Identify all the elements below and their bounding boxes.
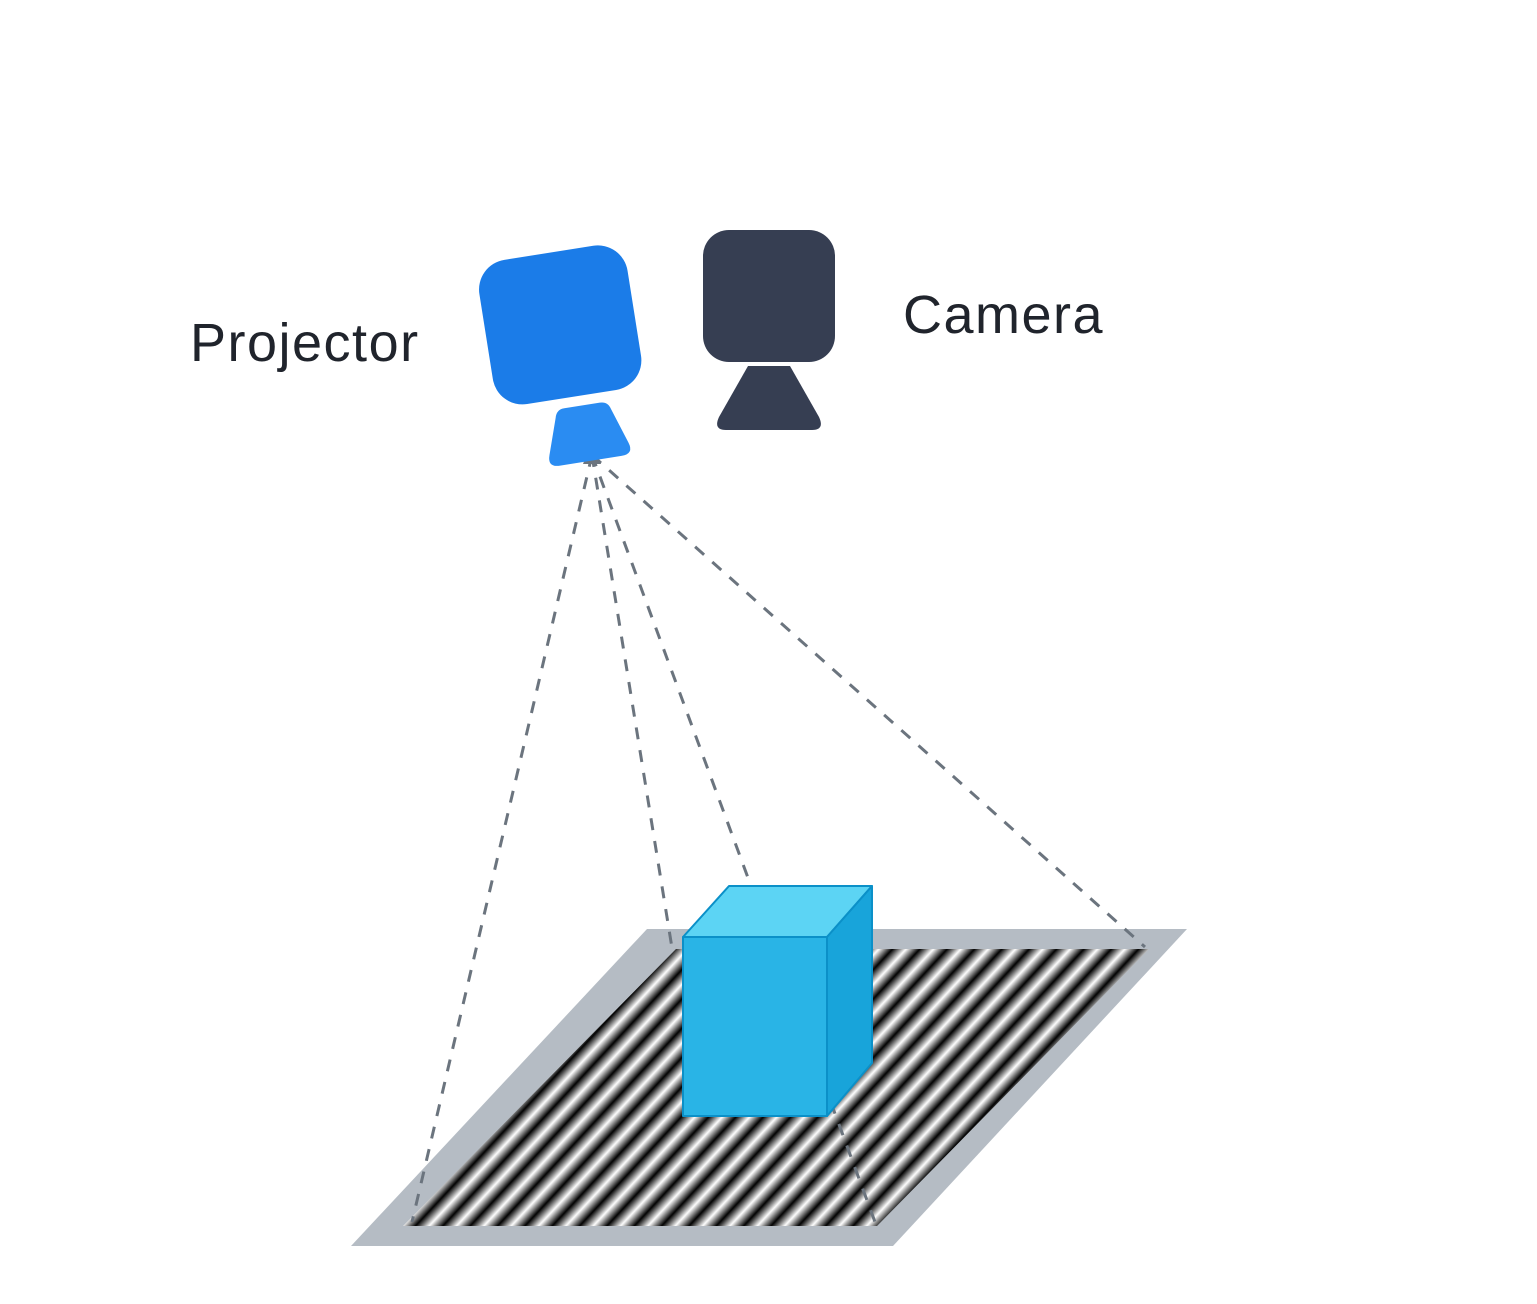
camera-label: Camera [903,285,1104,345]
projector-lens [549,402,631,466]
projector-icon [479,245,642,466]
camera-icon [703,230,835,430]
projection-rays [410,453,1146,1223]
projector-body [479,245,642,405]
projection-ray-inner-left [590,454,674,949]
camera-body [703,230,835,362]
projection-ray-left [410,454,594,1223]
projection-ray-right [591,453,1146,949]
camera-base [717,366,821,430]
projector-label: Projector [190,313,420,373]
cube-front-face [682,936,828,1117]
cube [682,885,873,1117]
